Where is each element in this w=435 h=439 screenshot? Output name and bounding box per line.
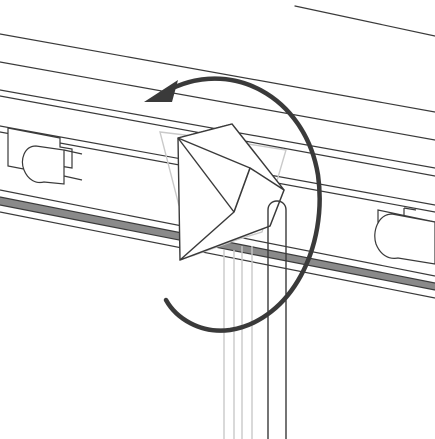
left-end-clip (7, 127, 83, 185)
bottom-rail-line (0, 204, 435, 291)
arrow-head (144, 80, 178, 102)
right-end-clip (374, 207, 435, 265)
left-clip-cylinder (21, 145, 65, 185)
rotate-counterclockwise-arrow-icon (162, 76, 322, 333)
head-rail-line (294, 5, 435, 37)
head-rail-line (0, 61, 435, 141)
head-rail-line (0, 33, 435, 113)
bottom-rail-line (0, 211, 435, 299)
left-clip-edge (63, 175, 83, 181)
rotation-arrow (144, 76, 322, 333)
mount-bracket (177, 123, 285, 261)
pull-cord (267, 200, 287, 439)
right-clip-edge (403, 207, 417, 211)
pull-cord-icon (267, 200, 287, 439)
bracket-edge (233, 167, 251, 213)
left-clip-edge (63, 149, 83, 155)
bracket-edge (177, 137, 235, 213)
right-clip-cylinder (374, 213, 435, 265)
